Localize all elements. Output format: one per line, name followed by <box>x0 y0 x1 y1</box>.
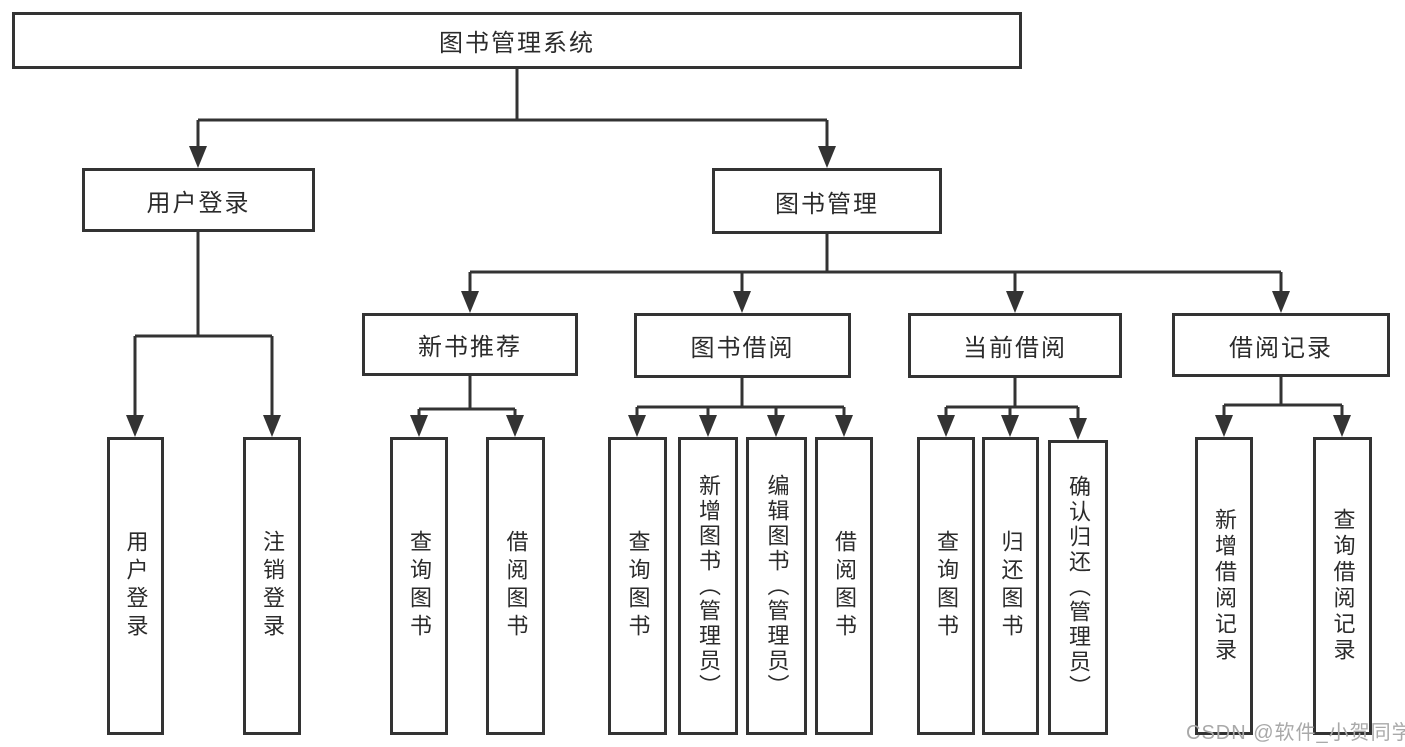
leaf-logout: 注销登录 <box>243 437 301 735</box>
node-label: 用户登录 <box>146 189 251 217</box>
node-label: 新增图书（管理员） <box>696 473 721 699</box>
node-label: 图书管理 <box>775 190 879 218</box>
node-label: 用户登录 <box>123 530 149 642</box>
leaf-borrow-books-recommend: 借阅图书 <box>486 437 545 735</box>
connector-borrow-records-branch <box>1215 377 1351 437</box>
node-label: 查询图书 <box>934 530 959 642</box>
leaf-edit-books-admin: 编辑图书（管理员） <box>746 437 807 735</box>
node-label: 查询图书 <box>407 530 432 642</box>
leaf-confirm-return-admin: 确认归还（管理员） <box>1048 440 1108 735</box>
node-label: 确认归还（管理员） <box>1066 475 1091 700</box>
node-borrowing-records: 借阅记录 <box>1172 313 1390 377</box>
leaf-query-books-recommend: 查询图书 <box>390 437 448 735</box>
node-label: 借阅图书 <box>832 530 857 642</box>
node-current-borrowing: 当前借阅 <box>908 313 1122 378</box>
node-library-management-system: 图书管理系统 <box>12 12 1022 69</box>
node-label: 借阅图书 <box>503 530 529 642</box>
connector-book-borrow-branch <box>628 378 853 437</box>
leaf-user-login: 用户登录 <box>107 437 164 735</box>
node-label: 新增借阅记录 <box>1212 508 1237 664</box>
connector-root-to-level1 <box>189 68 836 168</box>
node-label: 查询借阅记录 <box>1330 508 1356 664</box>
leaf-add-borrow-record: 新增借阅记录 <box>1195 437 1253 735</box>
node-label: 图书管理系统 <box>439 30 595 57</box>
node-label: 注销登录 <box>260 530 285 642</box>
connector-current-borrow-branch <box>937 378 1087 440</box>
node-book-management: 图书管理 <box>712 168 942 234</box>
node-book-borrowing: 图书借阅 <box>634 313 851 378</box>
leaf-borrow-books: 借阅图书 <box>815 437 873 735</box>
leaf-add-books-admin: 新增图书（管理员） <box>678 437 738 735</box>
leaf-query-books-current: 查询图书 <box>917 437 975 735</box>
node-label: 归还图书 <box>998 530 1024 642</box>
leaf-return-books: 归还图书 <box>982 437 1039 735</box>
node-label: 当前借阅 <box>963 335 1067 362</box>
connector-user-login-branch <box>126 232 281 437</box>
node-label: 编辑图书（管理员） <box>764 473 790 699</box>
connector-book-management-branch <box>461 234 1290 313</box>
node-label: 查询图书 <box>625 530 651 642</box>
csdn-watermark: CSDN @软件_小贺同学 <box>1186 722 1405 744</box>
leaf-query-borrow-record: 查询借阅记录 <box>1313 437 1372 735</box>
node-label: 借阅记录 <box>1229 334 1333 362</box>
node-label: 图书借阅 <box>690 335 795 362</box>
node-user-login: 用户登录 <box>82 168 315 232</box>
connector-new-book-branch <box>410 376 524 437</box>
leaf-query-books-borrowing: 查询图书 <box>608 437 667 735</box>
node-new-book-recommendation: 新书推荐 <box>362 313 578 376</box>
node-label: 新书推荐 <box>418 334 522 361</box>
